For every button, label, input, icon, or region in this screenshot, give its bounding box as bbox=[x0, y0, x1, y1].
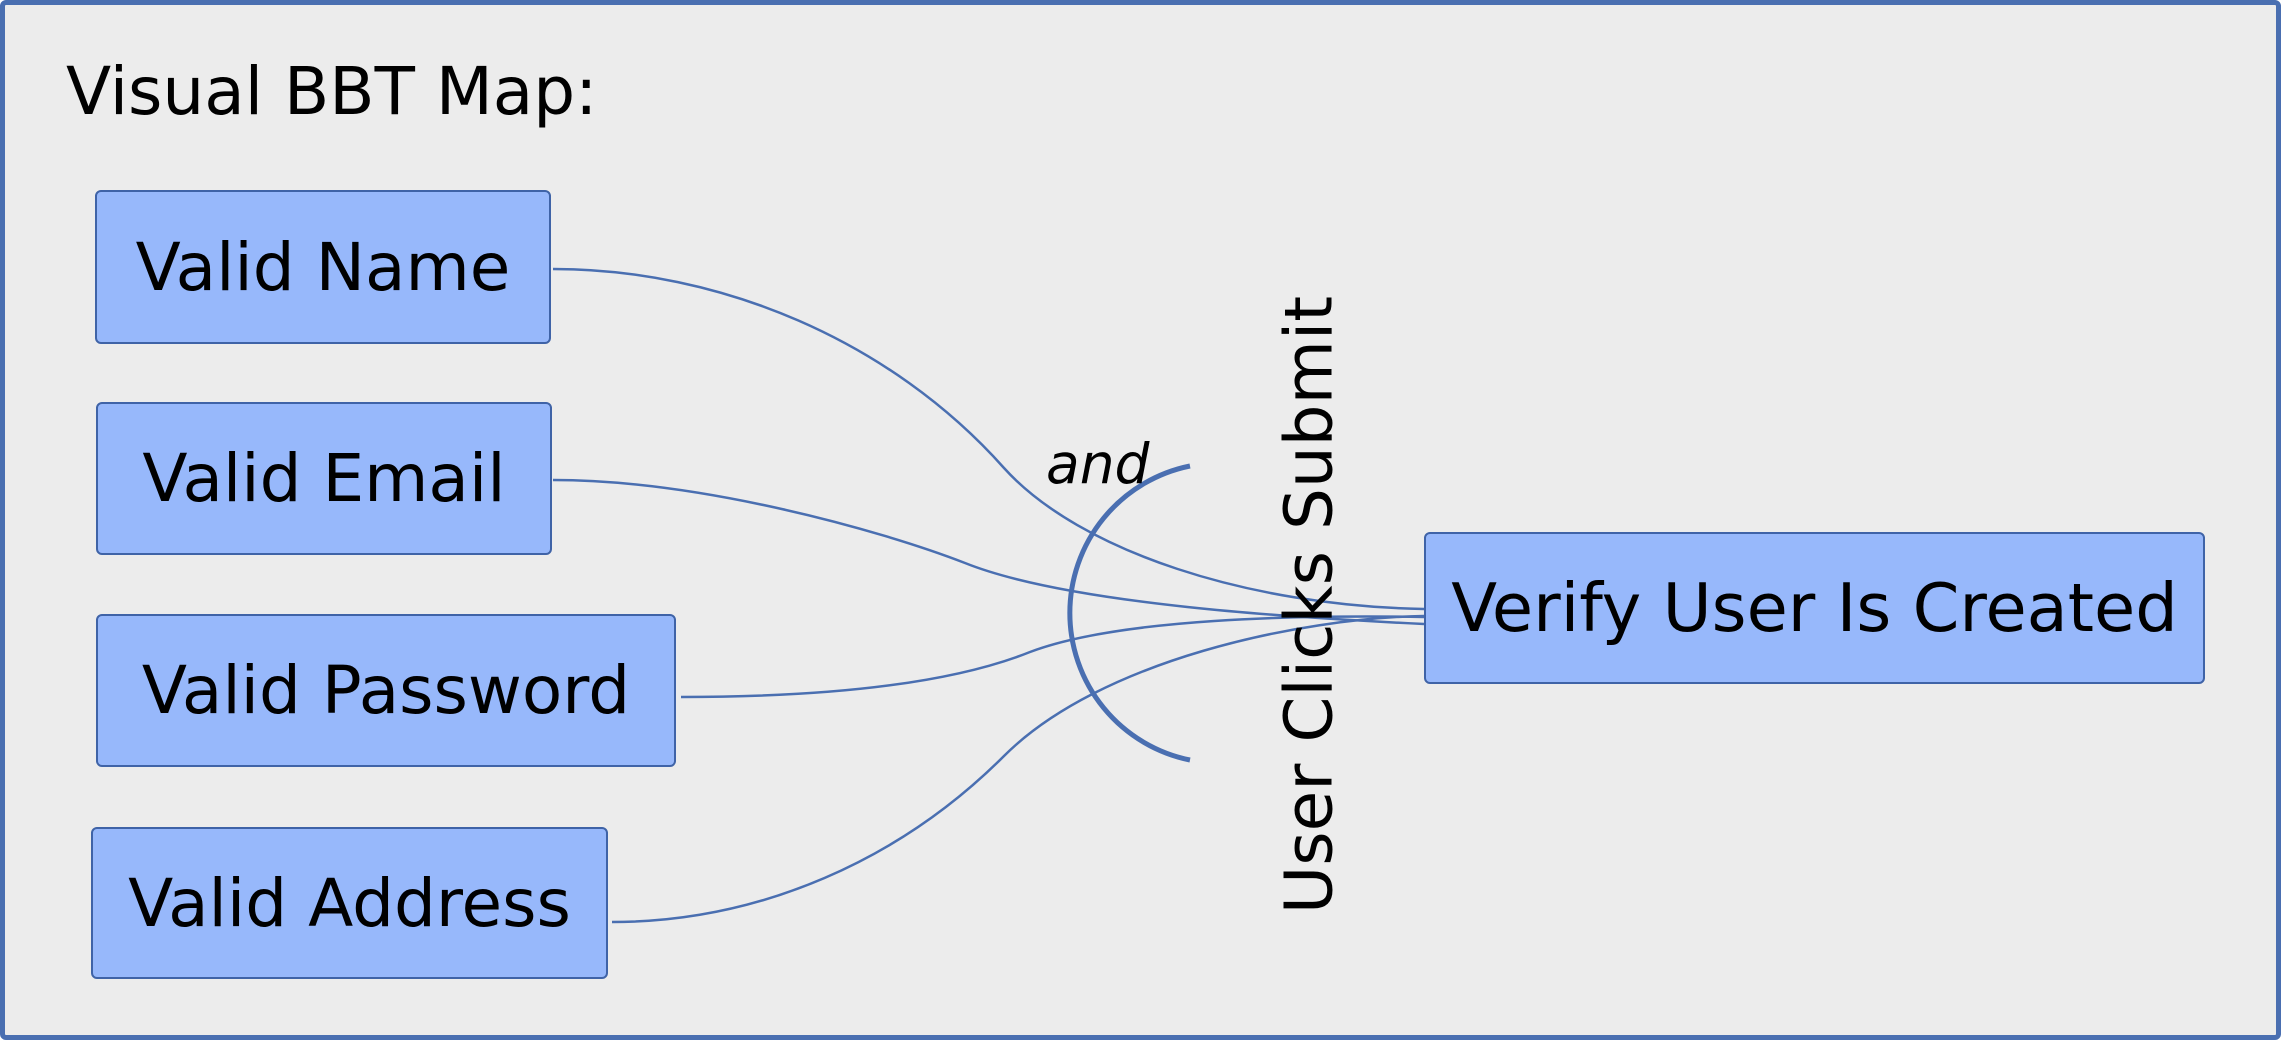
connector-name-to-result bbox=[552, 267, 1425, 611]
result-node-verify-user: Verify User Is Created bbox=[1424, 532, 2205, 684]
and-join-label: and bbox=[1046, 432, 1150, 496]
input-node-valid-name: Valid Name bbox=[95, 190, 551, 344]
input-node-label: Valid Address bbox=[128, 864, 571, 942]
connector-address-to-result bbox=[611, 614, 1425, 924]
diagram-title: Visual BBT Map: bbox=[66, 53, 598, 130]
connector-email-to-result bbox=[552, 478, 1425, 626]
and-join-arc bbox=[1067, 463, 1191, 763]
input-node-label: Valid Email bbox=[142, 440, 506, 517]
action-label: User Clicks Submit bbox=[1270, 295, 1348, 915]
input-node-label: Valid Password bbox=[141, 652, 631, 729]
result-node-label: Verify User Is Created bbox=[1451, 569, 2178, 647]
input-node-label: Valid Name bbox=[135, 228, 511, 306]
connector-password-to-result bbox=[680, 615, 1425, 699]
input-node-valid-address: Valid Address bbox=[91, 827, 608, 979]
input-node-valid-password: Valid Password bbox=[96, 614, 676, 767]
input-node-valid-email: Valid Email bbox=[96, 402, 552, 555]
